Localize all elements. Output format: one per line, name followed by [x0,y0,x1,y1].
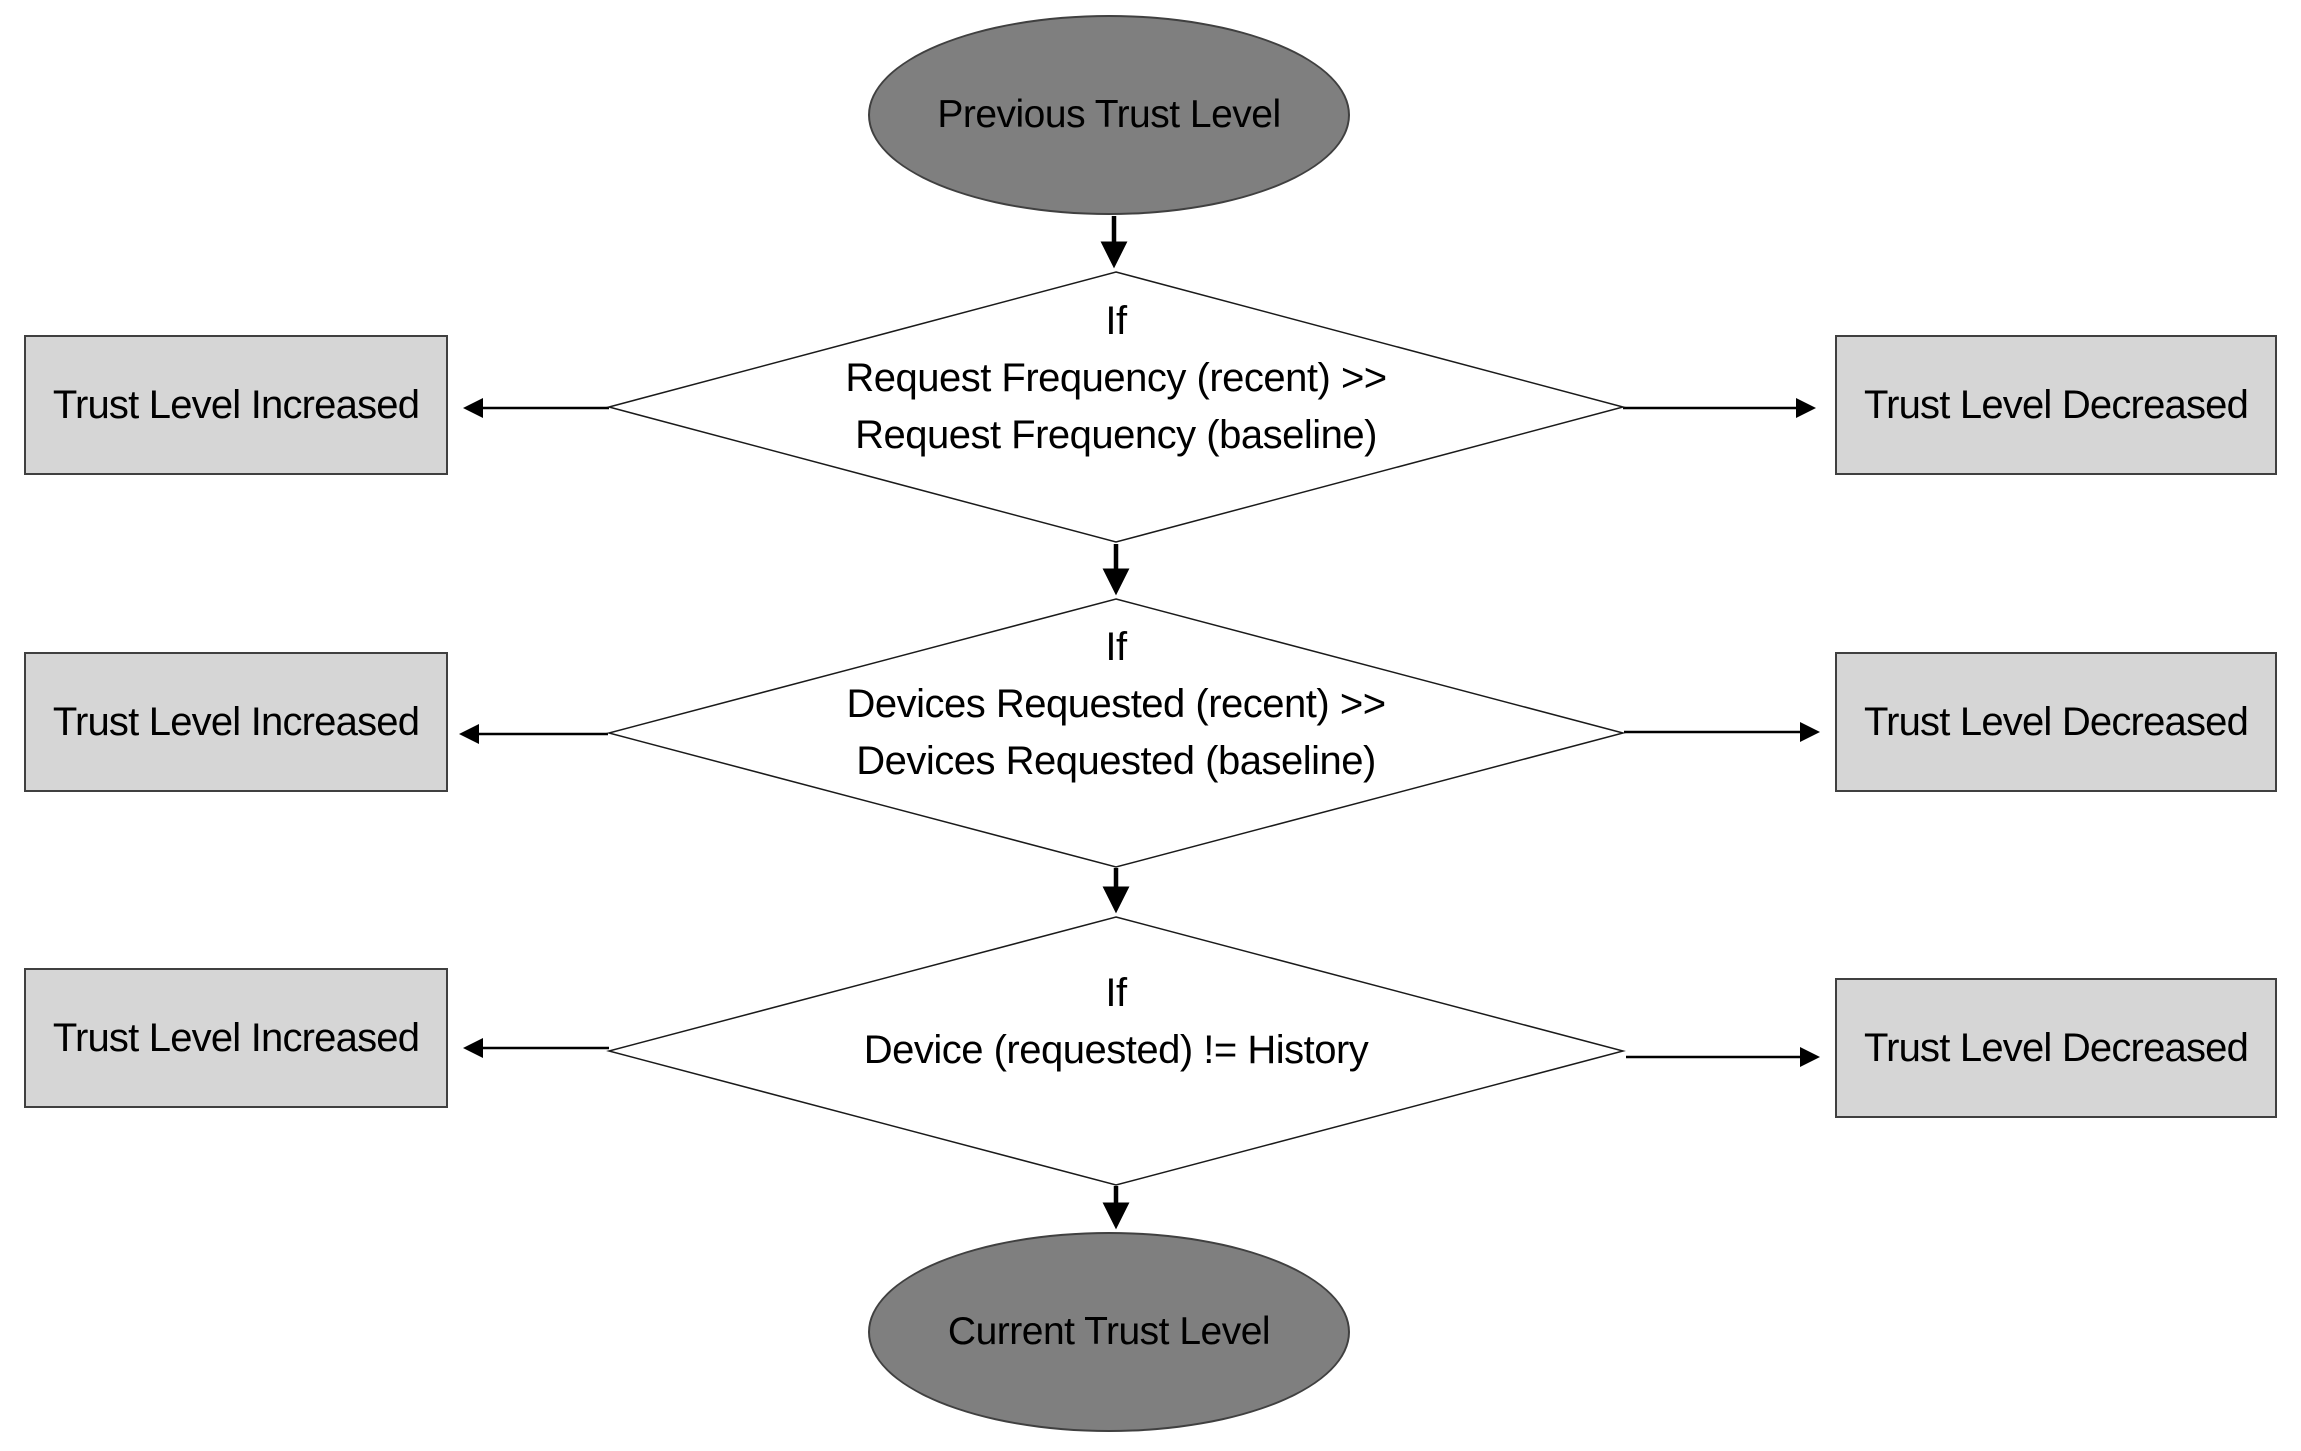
decision-diamond-2 [606,598,1626,868]
decision-2-line-3: Devices Requested (baseline) [856,738,1376,783]
decision-2-line-2: Devices Requested (recent) >> [846,681,1386,726]
outcome-decrease-3: Trust Level Decreased [1835,978,2277,1118]
decision-1-line-3: Request Frequency (baseline) [855,412,1377,457]
outcome-decrease-2-label: Trust Level Decreased [1863,699,2249,744]
decision-label-3: If Device (requested) != History [609,888,1623,1156]
outcome-decrease-1: Trust Level Decreased [1835,335,2277,475]
start-node-label: Previous Trust Level [937,93,1281,136]
decision-1-line-1: If [1105,298,1127,343]
end-node-label: Current Trust Level [947,1310,1271,1353]
outcome-increase-3-label: Trust Level Increased [52,1015,420,1060]
decision-2-line-1: If [1105,624,1127,669]
decision-diamond-1 [606,271,1626,543]
end-node: Current Trust Level [868,1232,1350,1432]
decision-3-line-2: Device (requested) != History [863,1028,1369,1072]
decision-label-2: If Devices Requested (recent) >> Devices… [609,570,1623,838]
outcome-increase-1-label: Trust Level Increased [52,382,420,427]
outcome-increase-3: Trust Level Increased [24,968,448,1108]
decision-diamond-3 [606,916,1626,1186]
outcome-increase-2-label: Trust Level Increased [52,699,420,744]
outcome-decrease-2: Trust Level Decreased [1835,652,2277,792]
outcome-decrease-1-label: Trust Level Decreased [1863,382,2249,427]
outcome-decrease-3-label: Trust Level Decreased [1863,1025,2249,1070]
outcome-increase-1: Trust Level Increased [24,335,448,475]
decision-3-line-1: If [1105,971,1127,1015]
outcome-increase-2: Trust Level Increased [24,652,448,792]
start-node: Previous Trust Level [868,15,1350,215]
decision-1-line-2: Request Frequency (recent) >> [845,355,1387,400]
decision-label-1: If Request Frequency (recent) >> Request… [609,243,1623,513]
